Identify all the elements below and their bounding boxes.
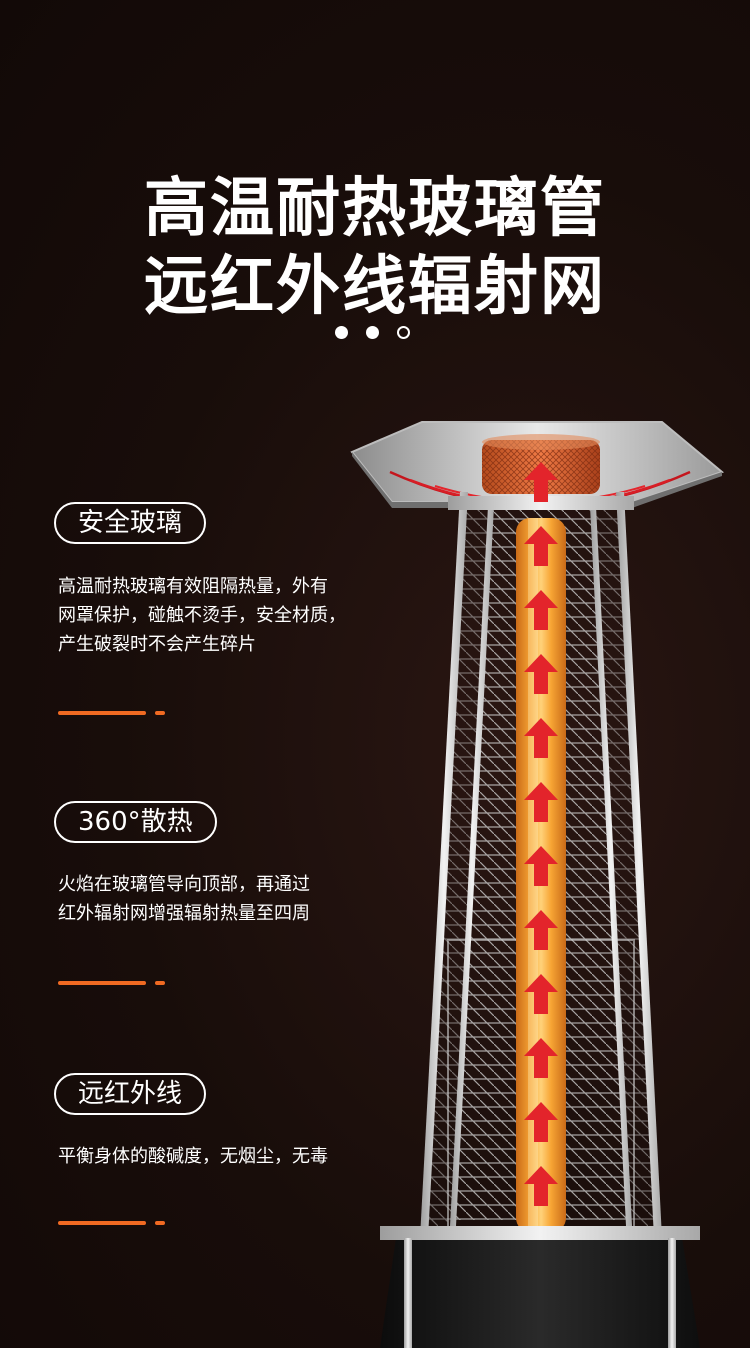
heat-arrow-icon [524, 1102, 558, 1142]
heat-arrow-icon [524, 1038, 558, 1078]
feature-description-line: 高温耐热玻璃有效阻隔热量，外有 [58, 576, 328, 597]
feature-description-360-heat: 火焰在玻璃管导向顶部，再通过 红外辐射网增强辐射热量至四周 [58, 870, 398, 928]
feature-description-line: 红外辐射网增强辐射热量至四周 [58, 903, 310, 924]
patio-heater-illustration [350, 421, 725, 1348]
pager-dot-3[interactable] [397, 326, 410, 339]
heat-arrow-icon [524, 526, 558, 566]
heat-arrow-icon [524, 974, 558, 1014]
heat-arrow-icon [524, 590, 558, 630]
heat-arrow-group [524, 462, 558, 1206]
pager-dot-2[interactable] [366, 326, 379, 339]
feature-badge-360-heat: 360°散热 [54, 801, 217, 843]
heat-arrow-icon [524, 1166, 558, 1206]
heat-arrow-icon [524, 654, 558, 694]
headline-line-2: 远红外线辐射网 [144, 250, 606, 324]
feature-description-far-infrared: 平衡身体的酸碱度，无烟尘，无毒 [58, 1142, 398, 1171]
headline-line-1: 高温耐热玻璃管 [144, 172, 606, 246]
feature-description-safety-glass: 高温耐热玻璃有效阻隔热量，外有 网罩保护，碰触不烫手，安全材质， 产生破裂时不会… [58, 572, 398, 659]
feature-description-line: 网罩保护，碰触不烫手，安全材质， [58, 605, 346, 626]
heat-arrow-icon [524, 782, 558, 822]
feature-description-line: 产生破裂时不会产生碎片 [58, 634, 256, 655]
feature-description-line: 平衡身体的酸碱度，无烟尘，无毒 [58, 1146, 328, 1167]
heat-arrow-icon [524, 462, 558, 502]
pager-dot-1[interactable] [335, 326, 348, 339]
feature-badge-far-infrared: 远红外线 [54, 1073, 207, 1115]
heat-arrow-icon [524, 846, 558, 886]
feature-badge-safety-glass: 安全玻璃 [54, 502, 207, 544]
heat-arrow-icon [524, 718, 558, 758]
carousel-pager [335, 326, 410, 339]
heat-arrow-icon [524, 910, 558, 950]
feature-description-line: 火焰在玻璃管导向顶部，再通过 [58, 874, 310, 895]
